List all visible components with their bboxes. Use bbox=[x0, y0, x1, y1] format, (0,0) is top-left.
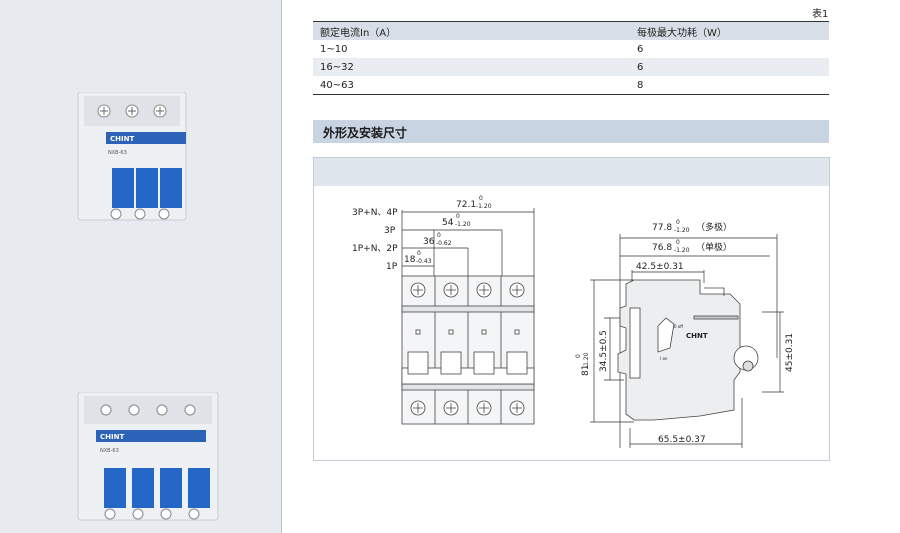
tol-upper: 0 bbox=[437, 232, 441, 239]
dimension-drawing-frame: 3P+N、4P 3P 1P+N、2P 1P 72.1 0 -1.20 54 0 … bbox=[313, 157, 830, 461]
dim-77-8: 77.8 bbox=[652, 223, 672, 233]
tol-lower: -0.62 bbox=[436, 240, 452, 247]
product-model: NXB-63 bbox=[100, 448, 119, 454]
section-header: 外形及安装尺寸 bbox=[313, 120, 829, 143]
table-cell: 1~10 bbox=[320, 43, 348, 55]
table-caption: 表1 bbox=[812, 9, 829, 20]
tol-lower: -1.20 bbox=[674, 227, 690, 234]
switch-on-label: I on bbox=[660, 356, 668, 361]
breaker-3p-image: CHINT NXB-63 bbox=[76, 91, 196, 226]
label-3p: 3P bbox=[384, 226, 396, 236]
note-multipole: （多极） bbox=[696, 221, 732, 233]
dim-34-5: 34.5±0.5 bbox=[599, 330, 609, 372]
tol-upper: 0 bbox=[456, 213, 460, 220]
dim-72: 72.1 bbox=[456, 200, 476, 210]
label-2p: 1P+N、2P bbox=[352, 244, 398, 254]
table-header-row: 额定电流In（A） 每极最大功耗（W） bbox=[313, 21, 829, 40]
power-loss-table: 额定电流In（A） 每极最大功耗（W） 1~10 6 16~32 6 40~63… bbox=[313, 21, 829, 95]
table-cell: 6 bbox=[637, 43, 644, 55]
dim-36: 36 bbox=[423, 237, 435, 247]
table-cell: 8 bbox=[630, 76, 829, 95]
table-cell: 16~32 bbox=[313, 58, 630, 76]
tol-upper: 0 bbox=[479, 195, 483, 202]
note-singlepole: （单极） bbox=[696, 241, 732, 253]
tol-lower: -1.20 bbox=[455, 221, 471, 228]
side-view-logo: CHNT bbox=[686, 332, 708, 340]
table-row: 40~63 8 bbox=[313, 76, 829, 95]
label-1p: 1P bbox=[386, 262, 398, 272]
product-model: NXB-63 bbox=[108, 150, 127, 156]
tol-lower: -1.20 bbox=[583, 352, 590, 368]
switch-off-label: 0 off bbox=[674, 324, 683, 329]
tol-upper: 0 bbox=[575, 354, 582, 358]
label-4p: 3P+N、4P bbox=[352, 208, 398, 218]
tol-lower: -1.20 bbox=[674, 247, 690, 254]
table-cell: 40~63 bbox=[313, 76, 630, 95]
dim-54: 54 bbox=[442, 218, 454, 228]
tol-lower: -0.43 bbox=[416, 258, 432, 265]
dimension-drawing: 3P+N、4P 3P 1P+N、2P 1P 72.1 0 -1.20 54 0 … bbox=[352, 195, 795, 448]
drawing-header-band bbox=[314, 158, 829, 186]
breaker-4p-image: CHINT NXB-63 bbox=[76, 391, 226, 526]
section-title: 外形及安装尺寸 bbox=[323, 126, 408, 140]
dim-76-8: 76.8 bbox=[652, 243, 672, 253]
dim-18: 18 bbox=[404, 255, 416, 265]
table-row: 16~32 6 bbox=[313, 58, 829, 76]
dim-81: 81 bbox=[581, 365, 591, 376]
panel-divider bbox=[281, 0, 282, 533]
product-logo: CHINT bbox=[100, 433, 124, 441]
table-row: 1~10 6 bbox=[313, 40, 829, 58]
header-max-power-loss: 每极最大功耗（W） bbox=[630, 21, 829, 40]
product-logo: CHINT bbox=[110, 135, 134, 143]
tol-upper: 0 bbox=[417, 250, 421, 257]
tol-upper: 0 bbox=[676, 219, 680, 226]
dim-65-5: 65.5±0.37 bbox=[658, 435, 706, 445]
table-cell: 6 bbox=[630, 58, 829, 76]
tol-upper: 0 bbox=[676, 239, 680, 246]
dim-42-5: 42.5±0.31 bbox=[636, 262, 684, 272]
tol-lower: -1.20 bbox=[476, 203, 492, 210]
header-rated-current: 额定电流In（A） bbox=[313, 21, 630, 40]
dim-45: 45±0.31 bbox=[785, 333, 795, 372]
